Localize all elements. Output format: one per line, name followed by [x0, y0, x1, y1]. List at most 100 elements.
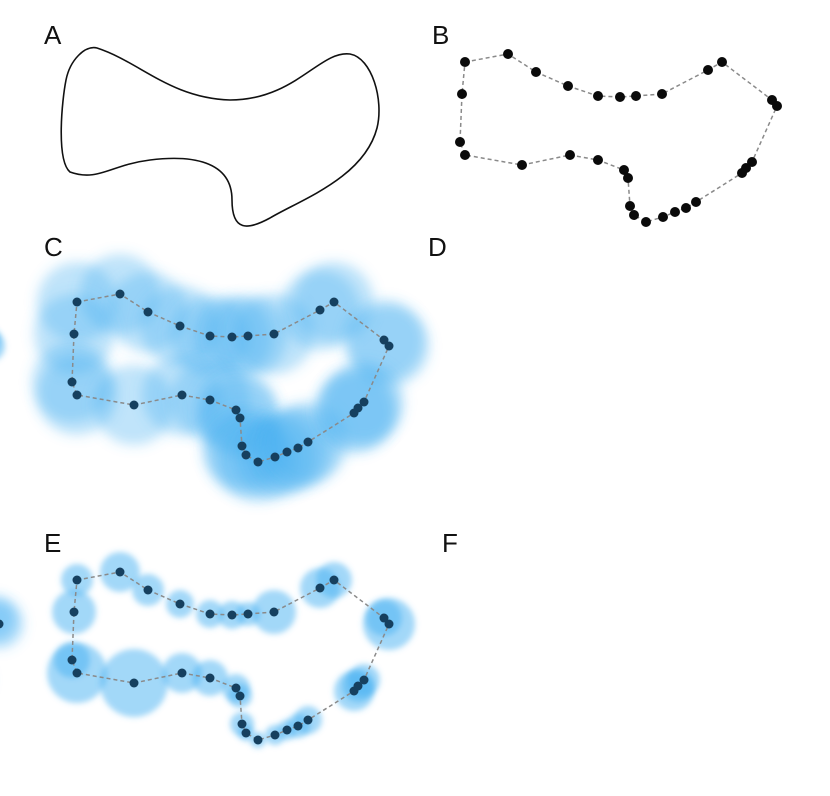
- panel-label-b: B: [432, 20, 449, 50]
- sample-point: [384, 619, 394, 629]
- sample-point: [772, 101, 782, 111]
- dashed-contour-path: [459, 53, 778, 223]
- panel-label-e: E: [44, 528, 61, 558]
- sample-point: [629, 210, 639, 220]
- panel-label-d: D: [428, 232, 447, 262]
- panel-a: A: [44, 20, 380, 227]
- sample-point: [241, 728, 251, 738]
- sample-point: [657, 89, 667, 99]
- sample-point: [329, 575, 339, 585]
- sample-point: [625, 201, 635, 211]
- sample-point: [269, 607, 279, 617]
- sample-point: [0, 619, 4, 629]
- outline-shape: [60, 46, 380, 227]
- sample-point: [129, 678, 139, 688]
- panel-b: B: [432, 20, 782, 227]
- sample-point: [315, 305, 325, 315]
- sampled-points-f: [67, 567, 394, 745]
- sample-point: [359, 675, 369, 685]
- sample-point: [641, 217, 651, 227]
- sample-point: [379, 613, 389, 623]
- sample-point: [315, 583, 325, 593]
- sample-point: [177, 390, 187, 400]
- sample-point: [175, 599, 185, 609]
- blob-layer-e: [0, 596, 23, 648]
- sample-point: [703, 65, 713, 75]
- sample-point: [563, 81, 573, 91]
- sample-point: [593, 91, 603, 101]
- sample-point: [353, 681, 363, 691]
- sample-point: [143, 585, 153, 595]
- panel-c: C: [0, 232, 63, 358]
- sample-point: [237, 719, 247, 729]
- sample-point: [72, 297, 82, 307]
- sample-point: [227, 332, 237, 342]
- sample-point: [205, 673, 215, 683]
- sample-point: [241, 450, 251, 460]
- sample-point: [115, 289, 125, 299]
- sample-point: [253, 735, 263, 745]
- sample-point: [379, 335, 389, 345]
- sample-point: [231, 683, 241, 693]
- sampled-points-b: [455, 49, 782, 227]
- sample-point: [670, 207, 680, 217]
- sample-point: [243, 609, 253, 619]
- sample-point: [143, 307, 153, 317]
- blob-layer-c: [0, 334, 5, 358]
- sample-point: [293, 721, 303, 731]
- sample-point: [269, 329, 279, 339]
- sample-point: [460, 150, 470, 160]
- sample-point: [243, 331, 253, 341]
- sample-point: [353, 403, 363, 413]
- sample-point: [359, 397, 369, 407]
- sample-point: [457, 89, 467, 99]
- sample-point: [691, 197, 701, 207]
- gaussian-blob: [0, 600, 23, 648]
- sample-point: [235, 413, 245, 423]
- sample-point: [517, 160, 527, 170]
- sample-point: [67, 655, 77, 665]
- sample-point: [205, 609, 215, 619]
- sample-point: [460, 57, 470, 67]
- sample-point: [282, 447, 292, 457]
- sample-point: [681, 203, 691, 213]
- sample-point: [72, 390, 82, 400]
- sample-point: [129, 400, 139, 410]
- sample-point: [565, 150, 575, 160]
- sampled-points-e: [0, 619, 4, 629]
- sample-point: [303, 715, 313, 725]
- blob-layer-f: [47, 552, 415, 748]
- panel-label-c: C: [44, 232, 63, 262]
- sample-point: [717, 57, 727, 67]
- panel-label-f: F: [442, 528, 458, 558]
- sample-point: [384, 341, 394, 351]
- panel-d: D: [32, 232, 447, 502]
- sample-point: [270, 730, 280, 740]
- sample-point: [503, 49, 513, 59]
- gaussian-blob: [0, 334, 5, 358]
- sample-point: [531, 67, 541, 77]
- blob-layer-d: [32, 254, 429, 502]
- panel-e: E: [0, 528, 61, 648]
- sample-point: [747, 157, 757, 167]
- sample-point: [303, 437, 313, 447]
- sample-point: [631, 91, 641, 101]
- sample-point: [237, 441, 247, 451]
- sample-point: [623, 173, 633, 183]
- sample-point: [67, 377, 77, 387]
- sample-point: [115, 567, 125, 577]
- sample-point: [175, 321, 185, 331]
- sampled-points-d: [67, 289, 394, 467]
- sample-point: [329, 297, 339, 307]
- sample-point: [235, 691, 245, 701]
- sample-point: [205, 395, 215, 405]
- sample-point: [72, 668, 82, 678]
- sample-point: [593, 155, 603, 165]
- sample-point: [293, 443, 303, 453]
- sample-point: [270, 452, 280, 462]
- sample-point: [615, 92, 625, 102]
- sample-point: [69, 329, 79, 339]
- sample-point: [658, 212, 668, 222]
- panel-label-a: A: [44, 20, 62, 50]
